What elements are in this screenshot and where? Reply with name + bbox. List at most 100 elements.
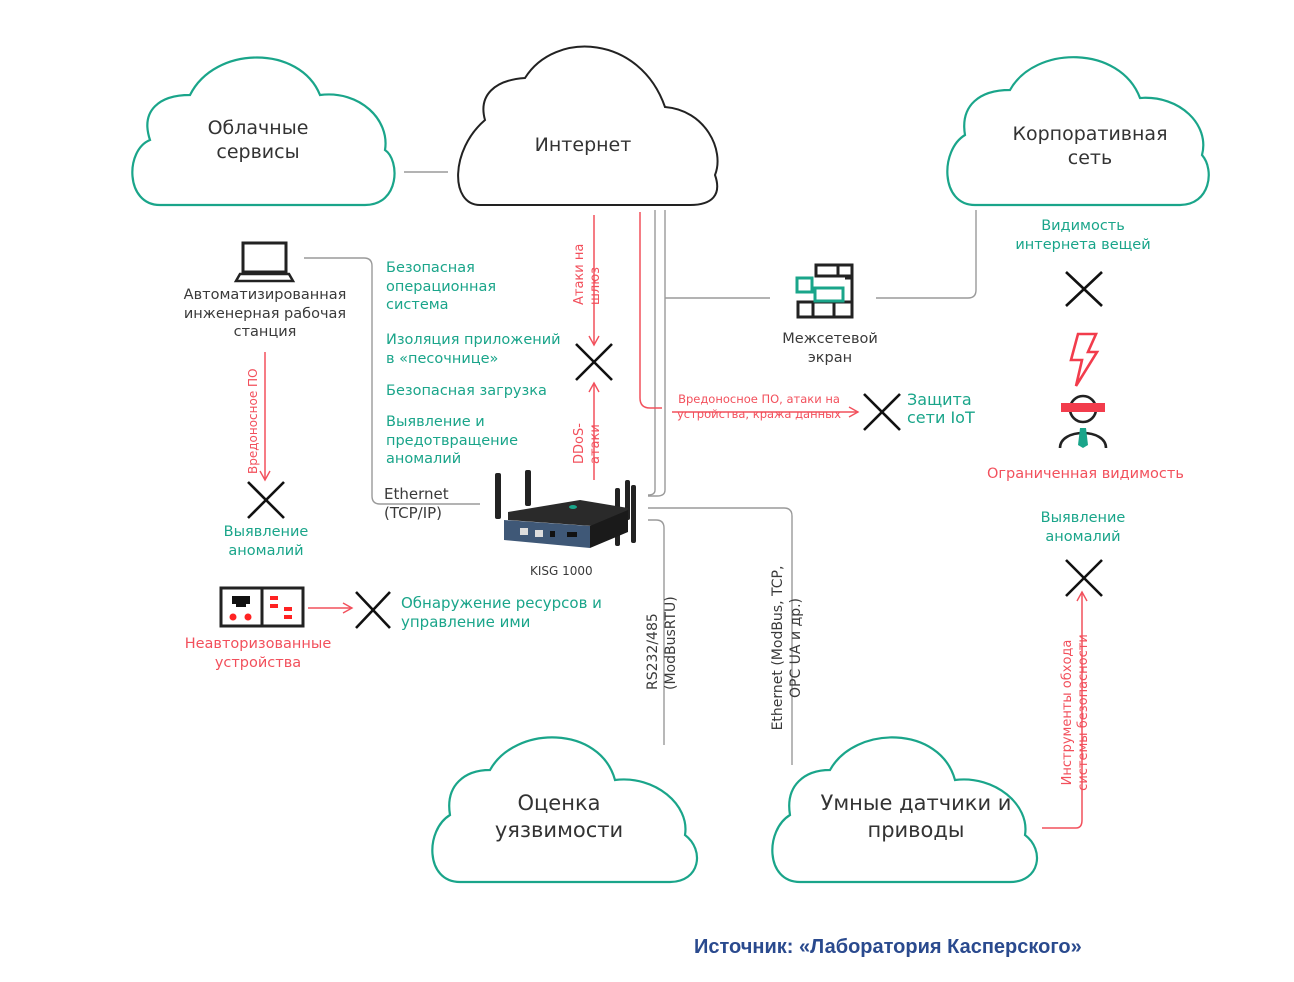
gateway-attacks-line-2: шлюз	[588, 266, 604, 305]
asset-mgmt-line-1: Обнаружение ресурсов и	[401, 594, 602, 612]
line-firewall-corporate	[876, 210, 977, 299]
protection-iot: Защита сети IoT	[907, 390, 975, 428]
vulnerability-line-2: уязвимости	[494, 817, 624, 842]
limited-visibility-person-icon	[1058, 394, 1108, 449]
cloud-corporate-network	[946, 56, 1210, 207]
ddos-line-1: DDoS-	[572, 423, 587, 464]
ws-anomaly-line-2: аномалий	[228, 542, 304, 559]
firewall-label: Межсетевой экран	[770, 330, 890, 367]
corp-anomaly-line-2: аномалий	[1045, 528, 1121, 545]
feature-anomaly-line-1: Выявление и	[386, 414, 485, 430]
feature-anomaly-line-3: аномалий	[386, 451, 462, 468]
bypass-tools-line-2: системы безопасности	[1076, 634, 1092, 791]
ethernet-line-2: (TCP/IP)	[384, 504, 443, 523]
corporate-network-label: Корпоративная сеть	[990, 122, 1190, 171]
iot-visibility-line-2: интернета вещей	[1015, 236, 1151, 253]
corporate-network-line-2: сеть	[1067, 147, 1113, 170]
device-name: KISG 1000	[530, 564, 593, 578]
internet-label: Интернет	[513, 133, 653, 157]
unauthorized-devices-icon	[219, 586, 305, 628]
cloud-services-line-1: Облачные	[207, 117, 309, 139]
line-iot-threat	[639, 212, 662, 409]
connector-lines	[304, 171, 977, 765]
cloud-cloud-services	[131, 56, 396, 207]
smart-sensors-line-2: приводы	[867, 817, 965, 842]
threat-ddos: DDoS- атаки	[572, 423, 605, 464]
firewall-icon	[795, 263, 854, 319]
corporate-network-line-1: Корпоративная	[1012, 123, 1168, 145]
x-mark-unauthorized	[355, 591, 391, 629]
line-workstation-gateway	[304, 257, 480, 505]
feature-secure-os-line-2: операционная	[386, 278, 497, 295]
protocol-ethernet-industrial: Ethernet (ModBus, TCP, OPC UA и др.)	[770, 548, 805, 748]
iot-threats-line-2: устройства, кража данных	[676, 406, 842, 421]
cloud-vulnerability-assessment	[431, 736, 699, 884]
workstation-line-1: Автоматизированная	[183, 287, 347, 303]
threat-lines	[259, 212, 1088, 829]
source-caption: Источник: «Лаборатория Касперского»	[694, 936, 1082, 958]
iot-visibility-line-1: Видимость	[1041, 218, 1125, 234]
ethernet-tcpip-label: Ethernet (TCP/IP)	[384, 485, 449, 523]
protection-workstation-anomaly: Выявление аномалий	[206, 523, 326, 560]
feature-secure-os: Безопасная операционная система	[386, 259, 496, 315]
feature-anomaly-line-2: предотвращение	[386, 432, 518, 449]
cloud-services-label: Облачные сервисы	[188, 116, 328, 165]
cloud-internet	[457, 45, 719, 206]
ws-anomaly-line-1: Выявление	[223, 524, 309, 540]
lightning-icon	[1069, 332, 1100, 387]
serial-line-1: RS232/485	[645, 613, 661, 690]
vulnerability-line-1: Оценка	[517, 791, 601, 815]
limited-visibility-label: Ограниченная видимость	[987, 466, 1184, 482]
x-mark-corp-anomaly	[1065, 559, 1103, 597]
eth-industrial-line-2: OPC UA и др.)	[787, 598, 804, 698]
x-mark-workstation	[247, 481, 285, 519]
threat-bypass-tools: Инструменты обхода системы безопасности	[1060, 610, 1093, 815]
protection-corp-anomaly: Выявление аномалий	[1018, 509, 1148, 546]
ethernet-line-1: Ethernet	[384, 485, 449, 503]
feature-secure-os-line-1: Безопасная	[386, 260, 475, 276]
cloud-services-line-2: сервисы	[216, 141, 300, 164]
threat-malware-workstation: Вредоносное ПО	[246, 368, 260, 474]
laptop-icon	[233, 241, 296, 283]
internet-line-1: Интернет	[534, 134, 632, 156]
feature-secure-os-line-3: система	[386, 297, 449, 314]
workstation-line-3: станция	[233, 324, 297, 341]
protocol-serial: RS232/485 (ModBusRTU)	[645, 596, 680, 690]
line-ethernet-industrial	[648, 507, 793, 765]
corp-anomaly-line-1: Выявление	[1040, 510, 1126, 526]
unauthorized-line-1: Неавторизованные	[184, 636, 332, 652]
firewall-line-2: экран	[807, 349, 853, 366]
unauthorized-line-2: устройства	[214, 654, 302, 671]
firewall-line-1: Межсетевой	[782, 331, 878, 347]
workstation-label: Автоматизированная инженерная рабочая ст…	[170, 286, 360, 342]
unauthorized-devices-label: Неавторизованные устройства	[178, 635, 338, 672]
line-serial	[648, 519, 665, 745]
protection-iot-visibility: Видимость интернета вещей	[1008, 217, 1158, 254]
feature-secure-boot-line-1: Безопасная загрузка	[386, 383, 547, 399]
asset-mgmt-line-2: управление ими	[401, 613, 531, 632]
protection-asset-management: Обнаружение ресурсов и управление ими	[401, 594, 602, 632]
feature-anomaly-prevention: Выявление и предотвращение аномалий	[386, 413, 518, 469]
arrow-bypass-tools	[1042, 590, 1088, 829]
iot-protection-line-1: Защита	[907, 390, 972, 409]
vulnerability-assessment-label: Оценка уязвимости	[484, 790, 634, 844]
smart-sensors-line-1: Умные датчики и	[820, 791, 1012, 815]
iot-threats-line-1: Вредоносное ПО, атаки на	[678, 392, 840, 406]
bypass-tools-line-1: Инструменты обхода	[1060, 639, 1075, 786]
smart-sensors-label: Умные датчики и приводы	[806, 790, 1026, 844]
gateway-device-icon	[495, 470, 636, 548]
threat-iot: Вредоносное ПО, атаки на устройства, кра…	[668, 392, 850, 421]
gateway-attacks-line-1: Атаки на	[572, 243, 587, 305]
feature-sandbox-line-2: в «песочнице»	[386, 350, 499, 367]
threat-gateway-attacks: Атаки на шлюз	[572, 244, 605, 305]
iot-protection-line-2: сети IoT	[907, 408, 975, 428]
feature-sandbox-line-1: Изоляция приложений	[386, 332, 561, 348]
workstation-line-2: инженерная рабочая	[183, 305, 347, 322]
x-mark-gateway	[575, 343, 613, 381]
x-mark-iot	[863, 393, 901, 431]
serial-line-2: (ModBusRTU)	[662, 596, 679, 690]
line-internet-gateway	[647, 210, 656, 496]
feature-secure-boot: Безопасная загрузка	[386, 382, 547, 401]
ddos-line-2: атаки	[588, 424, 604, 464]
